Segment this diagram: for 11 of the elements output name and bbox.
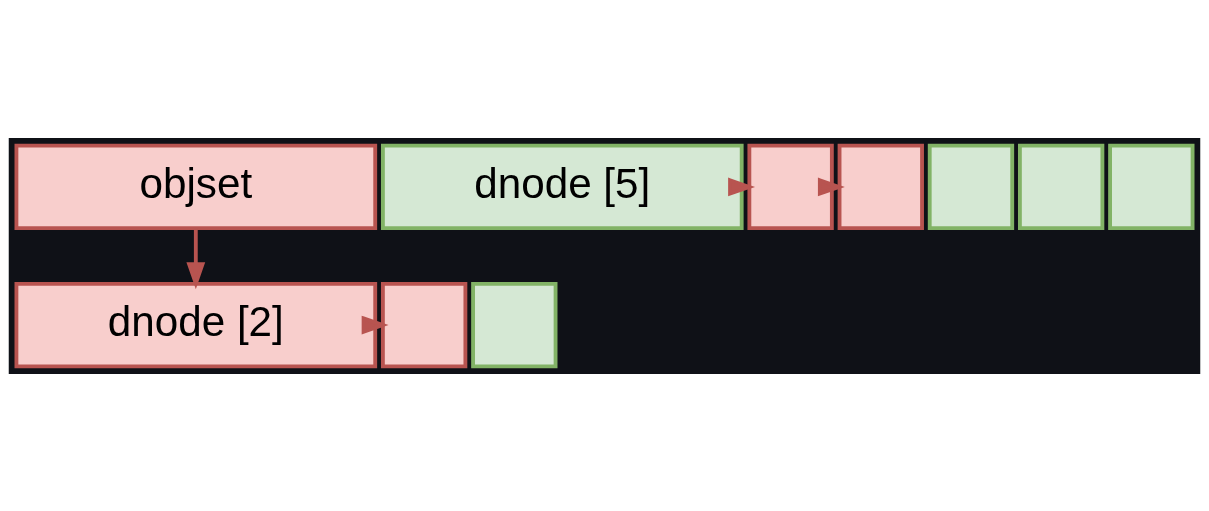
node-box: objset — [14, 143, 378, 230]
node-box — [1018, 143, 1105, 230]
node-box — [471, 281, 558, 368]
arrow — [728, 177, 756, 196]
node-box — [837, 143, 924, 230]
arrow — [361, 315, 389, 334]
arrow — [186, 227, 206, 289]
node-box — [927, 143, 1015, 230]
node-box — [380, 281, 468, 368]
node-box — [1108, 143, 1195, 230]
arrow — [817, 177, 845, 196]
